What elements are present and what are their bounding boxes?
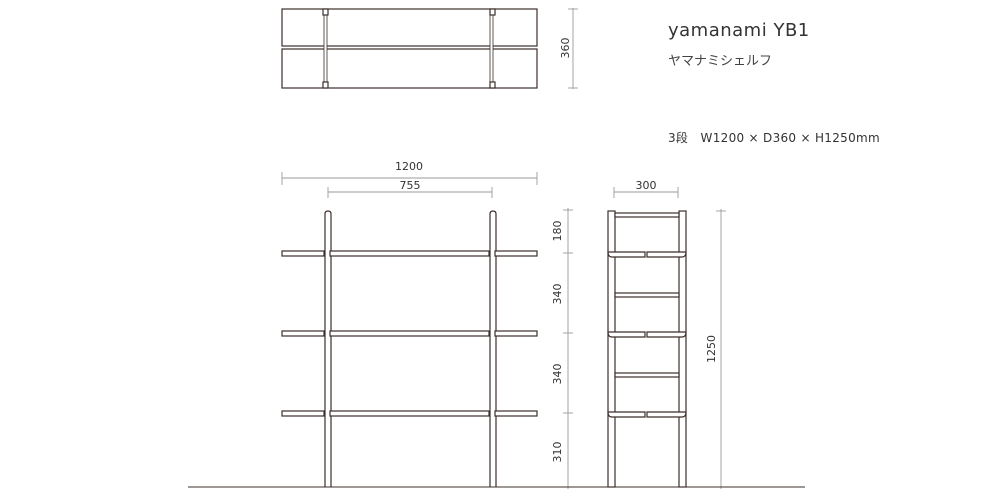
- front-view: 1200 755 180 340 340 310: [281, 160, 573, 489]
- dim-seg-3: 340: [551, 364, 564, 385]
- dim-post-spacing: 755: [400, 179, 421, 192]
- dim-seg-top: 180: [551, 221, 564, 242]
- dim-front-width: 1200: [395, 160, 423, 173]
- product-name-kana: ヤマナミシェルフ: [668, 54, 773, 69]
- dim-side-depth: 300: [636, 179, 657, 192]
- dim-top-depth: 360: [559, 38, 572, 59]
- dim-total-height: 1250: [705, 335, 718, 363]
- product-spec: 3段 W1200 × D360 × H1250mm: [668, 131, 880, 145]
- top-view: 360: [281, 8, 578, 89]
- dim-seg-2: 340: [551, 284, 564, 305]
- product-name: yamanami YB1: [668, 20, 810, 41]
- dim-seg-bottom: 310: [551, 442, 564, 463]
- side-view: 300 1250: [607, 179, 726, 489]
